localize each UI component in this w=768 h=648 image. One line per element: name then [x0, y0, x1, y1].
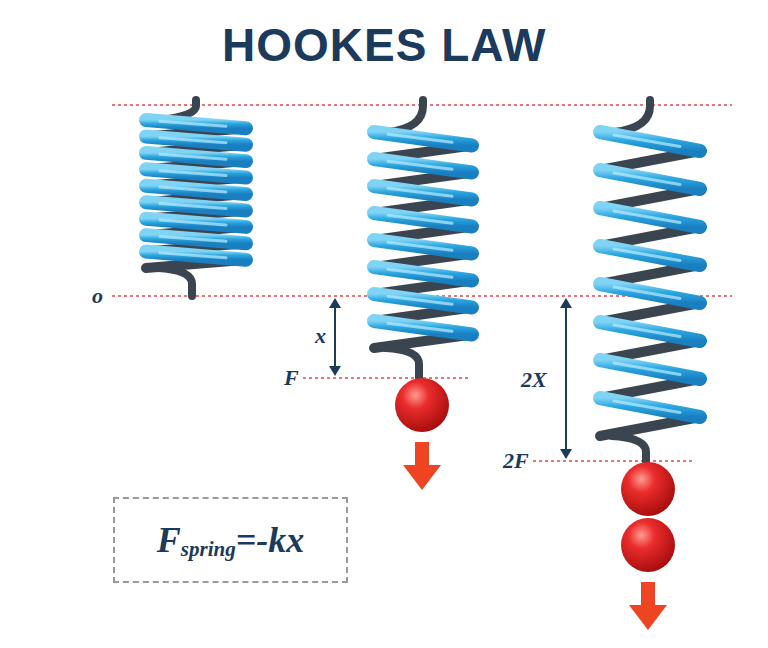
spring-hook: [158, 268, 192, 296]
masses: [395, 378, 675, 630]
arrow-head: [329, 366, 341, 376]
coil-highlight: [388, 242, 452, 250]
coil-highlight: [388, 161, 452, 169]
coil-spring: [600, 100, 700, 461]
arrow-head: [560, 449, 572, 459]
coil-front: [600, 284, 700, 303]
dimension-arrows: [329, 298, 572, 459]
coil-front: [146, 202, 246, 210]
coil-highlight: [388, 188, 452, 196]
coil-front: [146, 120, 246, 128]
coil-highlight: [160, 236, 226, 241]
coil-front: [374, 240, 472, 254]
dimension-line: [334, 304, 336, 370]
coil-highlight: [388, 323, 452, 331]
double-force-line: [533, 460, 695, 462]
coil-highlight: [160, 171, 226, 176]
coil-highlight: [160, 220, 226, 225]
coil-front: [600, 360, 700, 379]
force-label: 2F: [503, 450, 529, 472]
spring-hook: [612, 436, 646, 461]
coil-highlight: [614, 325, 680, 336]
coil-highlight: [614, 287, 680, 298]
coil-highlight: [614, 363, 680, 374]
coil-front: [600, 246, 700, 265]
arrow-head: [560, 298, 572, 308]
mass-ball: [621, 462, 675, 516]
coil-highlight: [160, 187, 226, 192]
coil-front: [374, 132, 472, 146]
dimension-line: [565, 304, 567, 453]
coil-front: [374, 186, 472, 200]
spring-hook: [386, 348, 419, 378]
coil-front: [600, 398, 700, 417]
displacement-label: x: [315, 325, 326, 347]
coil-front: [600, 170, 700, 189]
coil-front: [600, 132, 700, 151]
coil-spring: [374, 100, 472, 378]
origin-label: o: [92, 285, 103, 307]
mass-ball: [621, 518, 675, 572]
formula-text: =-kx: [236, 522, 305, 558]
force-arrow: [403, 442, 441, 490]
coil-highlight: [160, 138, 226, 143]
spring-hook: [388, 100, 423, 132]
coil-front: [146, 186, 246, 194]
coil-front: [146, 235, 246, 243]
coil-highlight: [388, 134, 452, 142]
coil-highlight: [388, 296, 452, 304]
coil-highlight: [614, 211, 680, 222]
coil-highlight: [614, 401, 680, 412]
coil-highlight: [614, 249, 680, 260]
force-line: [303, 377, 470, 379]
springs: [146, 100, 700, 461]
coil-front: [146, 136, 246, 144]
coil-front: [374, 159, 472, 173]
coil-front: [374, 294, 472, 308]
formula-box: Fspring=-kx: [113, 497, 348, 583]
coil-front: [146, 252, 246, 260]
mass-ball: [395, 378, 449, 432]
coil-front: [146, 219, 246, 227]
coil-front: [146, 153, 246, 161]
coil-highlight: [160, 253, 226, 258]
coil-highlight: [160, 154, 226, 159]
coil-front: [146, 169, 246, 177]
displacement-label: 2X: [521, 369, 547, 391]
coil-front: [374, 321, 472, 335]
coil-highlight: [160, 121, 226, 126]
coil-highlight: [614, 173, 680, 184]
diagram-title: HOOKES LAW: [222, 22, 546, 68]
spring-hook: [614, 100, 650, 132]
coil-front: [600, 208, 700, 227]
formula-text: F: [157, 522, 181, 558]
coil-highlight: [614, 135, 680, 146]
coil-front: [374, 267, 472, 281]
force-label: F: [284, 367, 299, 389]
coil-highlight: [388, 215, 452, 223]
reference-lines: [112, 105, 732, 461]
coil-front: [600, 322, 700, 341]
coil-highlight: [160, 204, 226, 209]
force-arrow: [629, 582, 667, 630]
coil-front: [374, 213, 472, 227]
coil-highlight: [388, 269, 452, 277]
arrow-head: [329, 298, 341, 308]
formula-subscript: spring: [181, 539, 236, 560]
coil-spring: [146, 100, 246, 296]
